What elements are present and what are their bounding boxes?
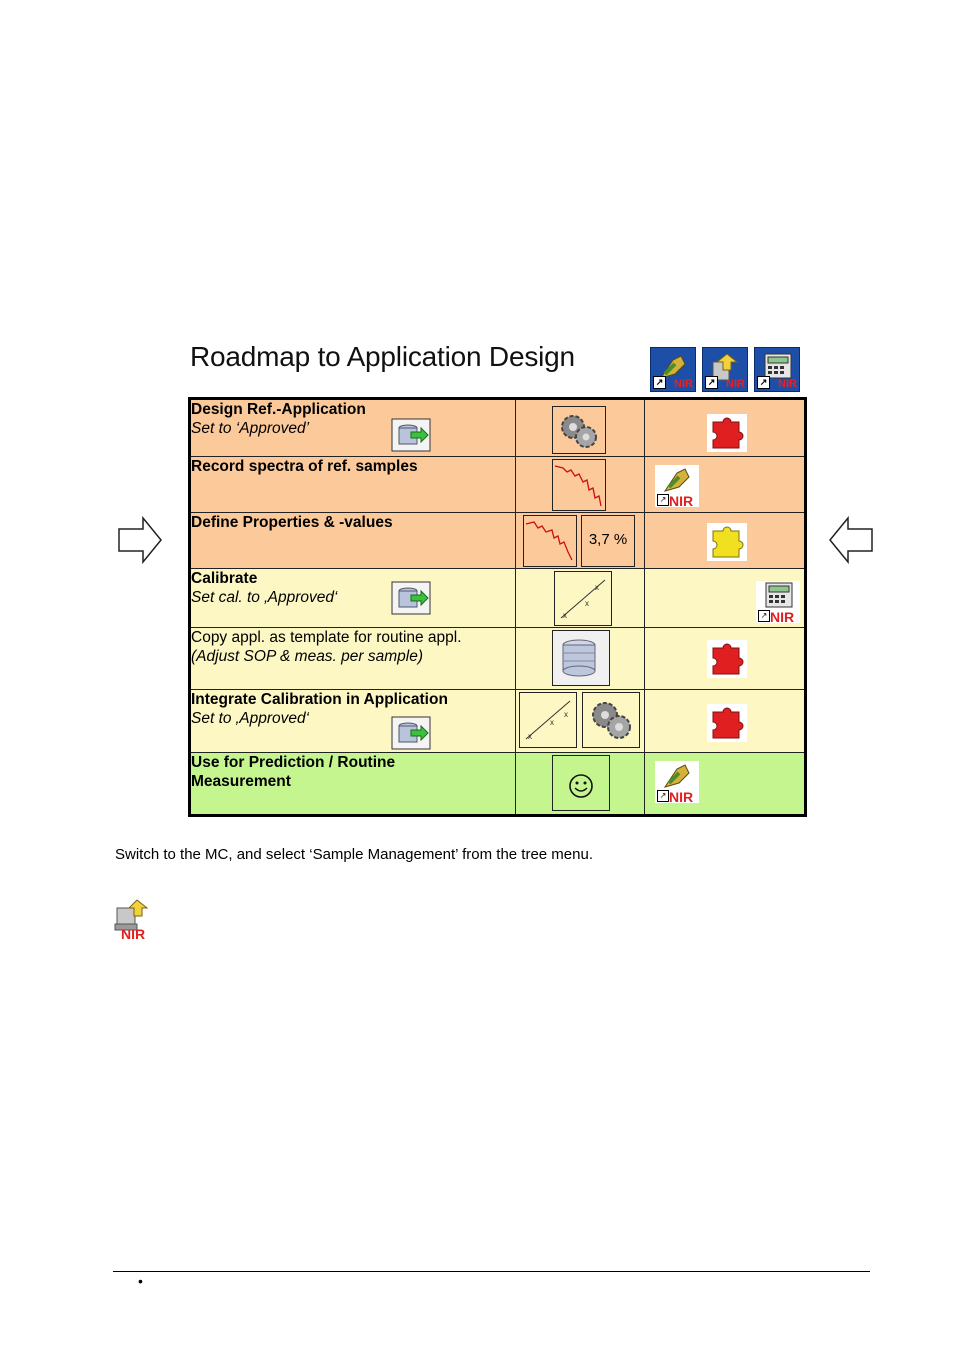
svg-text:x: x: [563, 611, 567, 620]
caption-text: Switch to the MC, and select ‘Sample Man…: [115, 846, 594, 863]
table-row: Integrate Calibration in Application Set…: [189, 689, 806, 753]
sample-management-icon: ↗ NIR: [702, 347, 748, 392]
database-export-icon: [391, 418, 431, 452]
table-row: Record spectra of ref. samples ↗ NIR: [189, 456, 806, 513]
svg-text:x: x: [564, 710, 568, 719]
roadmap-table: Design Ref.-Application Set to ‘Approved…: [188, 397, 807, 817]
regression-plot-icon: x x x: [560, 579, 606, 620]
footer-rule: [113, 1271, 870, 1272]
puzzle-yellow-icon: [707, 523, 747, 561]
gears-box: [582, 692, 640, 748]
regression-box: x x x: [554, 571, 612, 626]
svg-text:x: x: [595, 583, 599, 592]
calculator-nir-icon: ↗ NIR: [756, 581, 800, 625]
calibration-nir-icon: ↗ NIR: [655, 761, 699, 805]
value-box: 3,7 %: [581, 515, 635, 567]
smiley-box: [552, 755, 610, 811]
table-row: Design Ref.-Application Set to ‘Approved…: [189, 398, 806, 457]
table-row: Copy appl. as template for routine appl.…: [189, 627, 806, 690]
database-box: [552, 630, 610, 686]
step-label: Define Properties & -values: [189, 512, 516, 569]
table-row: Use for Prediction / Routine Measurement: [189, 752, 806, 816]
step-label: Calibrate Set cal. to ‚Approved‘: [189, 568, 516, 628]
arrow-left-icon: [829, 515, 873, 565]
step-label: Integrate Calibration in Application Set…: [189, 689, 516, 753]
regression-box: x x x: [519, 692, 577, 748]
step-label: Record spectra of ref. samples: [189, 456, 516, 513]
spectrum-box: [552, 459, 606, 511]
calibration-icon: ↗ NIR: [650, 347, 696, 392]
calculator-icon: ↗ NIR: [754, 347, 800, 392]
roadmap-figure: Roadmap to Application Design ↗ NIR ↗ NI…: [178, 335, 810, 820]
regression-plot-icon: x x x: [525, 700, 571, 741]
svg-text:x: x: [528, 732, 532, 741]
svg-text:x: x: [585, 599, 589, 608]
table-row: Calibrate Set cal. to ‚Approved‘ x x x: [189, 568, 806, 628]
database-export-icon: [391, 581, 431, 615]
footer-bullet: •: [138, 1273, 143, 1289]
gears-icon: [561, 415, 597, 448]
spectrum-icon: [554, 465, 602, 507]
calibration-nir-icon: ↗ NIR: [655, 465, 699, 509]
spectrum-box: [523, 515, 577, 567]
table-row: Define Properties & -values 3,7 %: [189, 512, 806, 569]
database-export-icon: [391, 716, 431, 750]
puzzle-red-icon: [707, 704, 747, 742]
database-icon: [562, 639, 596, 677]
sample-management-icon[interactable]: NIR: [113, 898, 157, 942]
puzzle-red-icon: [707, 640, 747, 678]
arrow-right-icon: [118, 515, 162, 565]
smiley-icon: [569, 774, 593, 798]
figure-title: Roadmap to Application Design: [190, 341, 575, 372]
step-label: Use for Prediction / Routine Measurement: [189, 752, 516, 816]
gears-box: [552, 406, 606, 454]
puzzle-red-icon: [707, 414, 747, 452]
gears-icon: [592, 702, 631, 739]
step-label: Copy appl. as template for routine appl.…: [189, 627, 516, 690]
step-label: Design Ref.-Application Set to ‘Approved…: [189, 398, 516, 457]
svg-text:x: x: [550, 718, 554, 727]
spectrum-icon: [525, 521, 573, 561]
